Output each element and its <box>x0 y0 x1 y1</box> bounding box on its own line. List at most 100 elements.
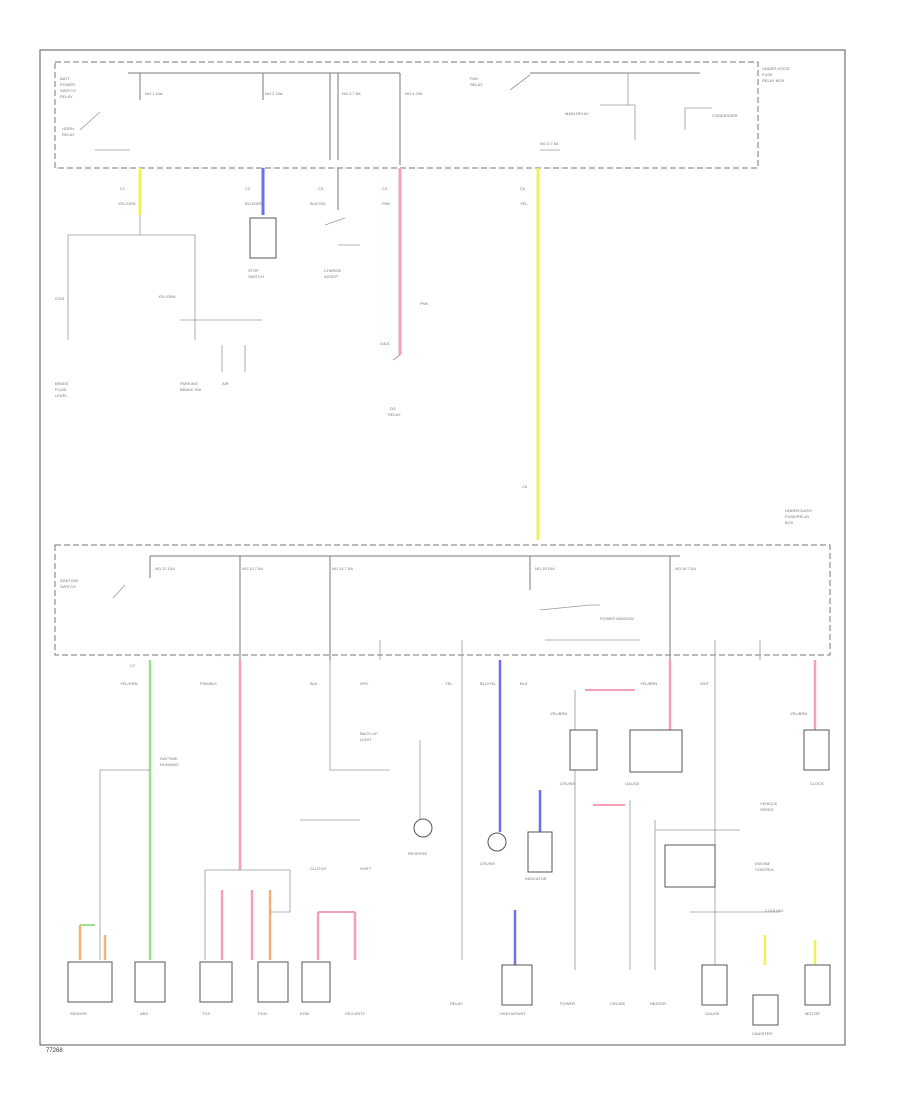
svg-text:YEL/GRN: YEL/GRN <box>158 294 176 299</box>
component-box <box>569 729 598 771</box>
svg-text:NO.3 7.5A: NO.3 7.5A <box>342 91 361 96</box>
svg-text:UNDER-DASH: UNDER-DASH <box>785 508 812 513</box>
svg-text:HORN: HORN <box>62 126 74 131</box>
svg-text:NO.16 7.5A: NO.16 7.5A <box>675 566 696 571</box>
svg-text:INDICATOR: INDICATOR <box>525 876 547 881</box>
svg-text:BRAKE SW: BRAKE SW <box>180 387 201 392</box>
svg-text:BRAKE: BRAKE <box>55 381 69 386</box>
svg-text:ASSIST: ASSIST <box>324 274 339 279</box>
svg-text:CRUISE: CRUISE <box>480 861 495 866</box>
svg-text:SWITCH: SWITCH <box>60 584 76 589</box>
svg-text:G401: G401 <box>380 341 391 346</box>
svg-text:GRY: GRY <box>360 681 369 686</box>
svg-text:HIGH MOUNT: HIGH MOUNT <box>500 1011 526 1016</box>
svg-text:BATT: BATT <box>60 76 70 81</box>
svg-text:NO.14 7.5A: NO.14 7.5A <box>332 566 353 571</box>
component-box <box>257 961 289 1003</box>
bulb-symbol <box>487 832 507 852</box>
svg-text:PNK: PNK <box>382 201 391 206</box>
svg-text:YEL: YEL <box>520 201 528 206</box>
svg-text:YEL/BRN: YEL/BRN <box>790 711 807 716</box>
svg-text:YEL/GRN: YEL/GRN <box>118 201 136 206</box>
svg-text:IGNITION: IGNITION <box>60 578 78 583</box>
svg-text:UNDER-HOOD: UNDER-HOOD <box>762 66 790 71</box>
svg-text:RELAY: RELAY <box>388 412 401 417</box>
diagram-frame <box>39 49 846 1046</box>
svg-text:C6: C6 <box>522 484 528 489</box>
svg-text:YEL/GRN: YEL/GRN <box>120 681 138 686</box>
svg-text:REVERSE: REVERSE <box>408 851 427 856</box>
svg-text:BLK: BLK <box>520 681 528 686</box>
svg-text:LEVEL: LEVEL <box>55 393 68 398</box>
svg-text:BLK: BLK <box>310 681 318 686</box>
component-box <box>803 729 830 771</box>
svg-text:RELAY BOX: RELAY BOX <box>762 78 785 83</box>
component-box <box>804 964 831 1006</box>
svg-text:C1: C1 <box>120 186 126 191</box>
component-box <box>301 961 331 1003</box>
svg-text:BLU/GRN: BLU/GRN <box>245 201 263 206</box>
svg-text:COOLING: COOLING <box>765 908 783 913</box>
svg-text:SHIFT: SHIFT <box>360 866 372 871</box>
svg-text:CHARGE: CHARGE <box>324 268 341 273</box>
figure-code: 77268 <box>46 1048 63 1054</box>
svg-text:PARKING: PARKING <box>180 381 198 386</box>
svg-text:PNK: PNK <box>420 301 429 306</box>
svg-text:FUSE: FUSE <box>762 72 773 77</box>
bulb-symbol <box>413 818 433 838</box>
component-box <box>664 844 716 888</box>
svg-text:NO.1 10A: NO.1 10A <box>145 91 163 96</box>
component-box <box>629 729 683 773</box>
svg-text:SWITCH: SWITCH <box>248 274 264 279</box>
svg-text:YEL: YEL <box>445 681 453 686</box>
svg-text:SENSOR: SENSOR <box>70 1011 87 1016</box>
svg-text:SPEED: SPEED <box>760 807 774 812</box>
svg-text:CRUISE: CRUISE <box>610 1001 625 1006</box>
svg-text:CLUTCH: CLUTCH <box>310 866 326 871</box>
svg-text:C2: C2 <box>245 186 251 191</box>
svg-text:RUNNING: RUNNING <box>160 762 179 767</box>
svg-text:DAYTIME: DAYTIME <box>160 756 178 761</box>
svg-text:CANISTER: CANISTER <box>752 1031 772 1036</box>
svg-text:VEHICLE: VEHICLE <box>760 801 777 806</box>
svg-text:PCM: PCM <box>258 1011 267 1016</box>
svg-text:BOX: BOX <box>785 520 794 525</box>
svg-text:POWER: POWER <box>560 1001 575 1006</box>
svg-text:ENGINE: ENGINE <box>755 861 771 866</box>
svg-text:POWER WINDOW: POWER WINDOW <box>600 616 634 621</box>
svg-text:G101: G101 <box>55 296 66 301</box>
svg-text:RELAY: RELAY <box>62 132 75 137</box>
svg-text:MAIN RELAY: MAIN RELAY <box>565 111 589 116</box>
svg-text:CRUISE: CRUISE <box>560 781 575 786</box>
svg-text:RELAY: RELAY <box>470 82 483 87</box>
svg-text:MOTOR: MOTOR <box>805 1011 820 1016</box>
svg-text:NO.13 7.5A: NO.13 7.5A <box>242 566 263 571</box>
svg-text:C4: C4 <box>382 186 388 191</box>
svg-text:NO.12 10A: NO.12 10A <box>155 566 175 571</box>
svg-text:SECURITY: SECURITY <box>345 1011 366 1016</box>
component-box <box>199 961 233 1003</box>
svg-text:SWITCH: SWITCH <box>60 88 76 93</box>
svg-text:ECM: ECM <box>300 1011 309 1016</box>
svg-text:BACK-UP: BACK-UP <box>360 731 378 736</box>
svg-text:NO.15 15A: NO.15 15A <box>535 566 555 571</box>
svg-text:C7: C7 <box>130 663 136 668</box>
component-box <box>67 961 113 1003</box>
svg-text:NO.4 20A: NO.4 20A <box>405 91 423 96</box>
svg-text:DS: DS <box>390 406 396 411</box>
svg-text:FLUID: FLUID <box>55 387 67 392</box>
svg-text:WHT: WHT <box>700 681 710 686</box>
svg-text:AIR: AIR <box>222 381 229 386</box>
svg-text:BLK/YEL: BLK/YEL <box>310 201 327 206</box>
svg-text:HEATER: HEATER <box>650 1001 666 1006</box>
svg-text:C3: C3 <box>318 186 324 191</box>
component-box <box>501 964 533 1006</box>
svg-text:FUSE/RELAY: FUSE/RELAY <box>785 514 810 519</box>
svg-text:ABS: ABS <box>140 1011 148 1016</box>
svg-text:POWER: POWER <box>60 82 75 87</box>
